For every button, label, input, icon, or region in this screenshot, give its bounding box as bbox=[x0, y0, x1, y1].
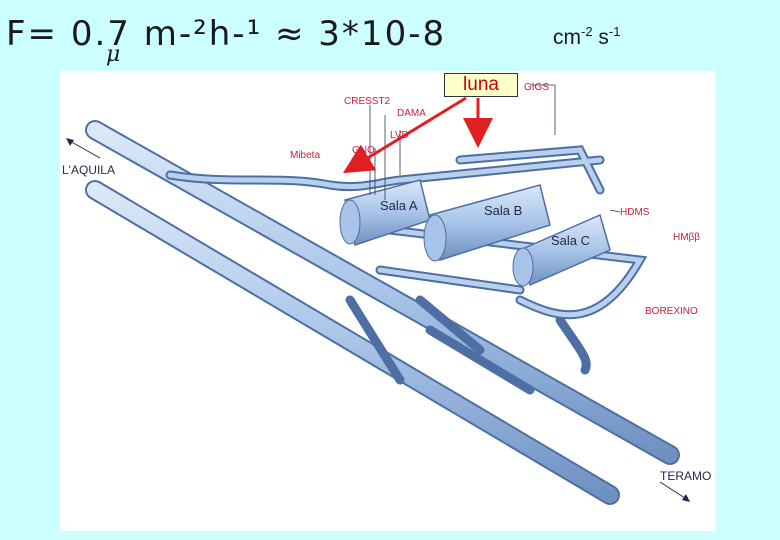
flux-formula: F= 0.7 m-²h-¹ ≈ 3*10-8 bbox=[6, 14, 447, 54]
highway-tunnel-upper bbox=[85, 120, 680, 465]
luna-label: luna bbox=[444, 73, 518, 97]
units-s: s bbox=[598, 26, 609, 49]
label-dama: DAMA bbox=[397, 108, 426, 119]
label-laquila: L'AQUILA bbox=[62, 163, 115, 177]
luna-arrows bbox=[342, 96, 493, 174]
hall-c bbox=[512, 213, 611, 287]
label-hmbb: HMββ bbox=[673, 232, 700, 243]
label-cresst2: CRESST2 bbox=[344, 96, 391, 107]
label-sala-a: Sala A bbox=[380, 198, 418, 213]
units-exp-cm: -2 bbox=[581, 24, 593, 39]
label-lvd: LVD bbox=[390, 130, 409, 141]
label-mibeta: Mibeta bbox=[290, 150, 320, 161]
flux-units: cm-2 s-1 bbox=[553, 24, 620, 50]
label-sala-c: Sala C bbox=[551, 233, 590, 248]
label-gno: GNO bbox=[352, 145, 375, 156]
label-hdms: HDMS bbox=[620, 207, 650, 218]
highway-tunnel-lower bbox=[85, 180, 620, 505]
label-teramo: TERAMO bbox=[660, 469, 711, 483]
label-sala-b: Sala B bbox=[484, 203, 522, 218]
units-exp-s: -1 bbox=[608, 24, 621, 39]
label-borexino: BOREXINO bbox=[645, 306, 698, 317]
direction-arrow-teramo bbox=[659, 481, 690, 502]
hall-b bbox=[423, 184, 551, 262]
units-cm: cm bbox=[553, 26, 581, 49]
connector-tunnels-fill bbox=[167, 147, 645, 318]
direction-arrow-laquila bbox=[66, 138, 101, 159]
label-gigs: GIGS bbox=[524, 82, 549, 93]
muon-symbol: μ bbox=[106, 42, 121, 67]
